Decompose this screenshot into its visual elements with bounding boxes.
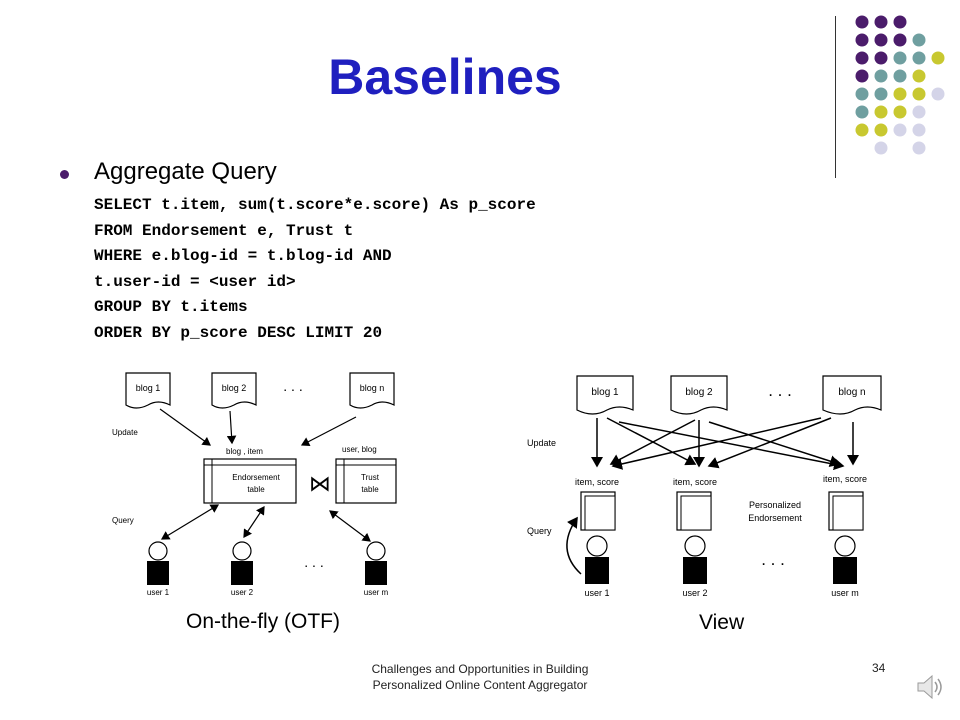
view-user1-icon [585,535,609,584]
view-item-score-3: item, score [823,474,867,484]
view-table-3 [828,491,864,531]
sql-line: GROUP BY t.items [94,298,248,316]
otf-endorsement-line1: Endorsement [232,473,280,482]
page-number: 34 [872,661,886,675]
otf-endorsement-table: Endorsement table [203,458,297,504]
otf-user2-label: user 2 [231,588,254,597]
bullet-dot [60,170,69,179]
dot-row-1 [855,15,907,29]
otf-user1-icon [147,541,169,585]
view-ellipsis-top: . . . [768,381,792,400]
dot-row-3 [855,51,945,65]
otf-blogn-doc: blog n [349,372,395,409]
view-query-label: Query [527,526,552,536]
otf-user2-icon [231,541,253,585]
view-blog1-doc: blog 1 [576,375,634,415]
dot-row-7 [855,123,926,137]
view-blogn-label: blog n [838,387,865,398]
view-table-1 [580,491,616,531]
otf-blogn-label: blog n [360,383,385,393]
footer-line1: Challenges and Opportunities in Building [371,662,589,676]
view-caption: View [699,611,745,634]
view-ellipsis-bottom: . . . [761,550,785,569]
view-blog1-label: blog 1 [591,387,619,398]
view-blogn-doc: blog n [822,375,882,415]
view-personalized-line2: Endorsement [748,513,802,523]
view-update-label: Update [527,438,556,448]
slide-title: Baselines [328,49,562,105]
footer-line2: Personalized Online Content Aggregator [372,678,588,692]
dot-row-4 [855,69,926,83]
sql-line: SELECT t.item, sum(t.score*e.score) As p… [94,196,536,214]
view-user2-icon [683,535,707,584]
view-blog2-label: blog 2 [685,387,713,398]
otf-blog1-doc: blog 1 [125,372,171,409]
otf-trust-line1: Trust [361,473,380,482]
otf-caption: On-the-fly (OTF) [186,610,341,633]
view-diagram: blog 1 blog 2 . . . blog n Update item, … [527,375,882,598]
view-blog2-doc: blog 2 [670,375,728,415]
view-personalized-line1: Personalized [749,500,801,510]
otf-trust-line2: table [361,485,379,494]
bullet-heading: Aggregate Query [94,158,277,185]
dot-row-2 [855,33,926,47]
otf-join-symbol: ⋈ [309,471,331,496]
sql-code-block: SELECT t.item, sum(t.score*e.score) As p… [94,193,536,346]
view-user2-label: user 2 [682,588,707,598]
otf-endorsement-line2: table [247,485,265,494]
otf-blog2-label: blog 2 [222,383,247,393]
view-item-score-2: item, score [673,477,717,487]
dot-row-5 [855,87,945,101]
otf-trust-table: Trust table [335,458,397,504]
view-userm-label: user m [831,588,859,598]
view-item-score-1: item, score [575,477,619,487]
sql-line: t.user-id = <user id> [94,272,296,291]
otf-userm-label: user m [364,588,389,597]
otf-user-blog-label: user, blog [342,445,377,454]
slide-footer: Challenges and Opportunities in Building… [300,661,660,693]
otf-userm-icon [365,541,387,585]
otf-ellipsis-bottom: . . . [304,554,323,570]
otf-user1-label: user 1 [147,588,170,597]
view-table-2 [676,491,712,531]
view-user1-label: user 1 [584,588,609,598]
speaker-icon[interactable] [916,672,944,702]
otf-query-label: Query [112,516,134,525]
otf-update-label: Update [112,428,138,437]
sql-line: FROM Endorsement e, Trust t [94,221,354,240]
otf-blog-item-label: blog , item [226,447,263,456]
otf-blog2-doc: blog 2 [211,372,257,409]
dot-row-8 [874,141,926,155]
decorative-dot-grid [855,15,945,155]
divider-line [835,16,836,178]
otf-diagram: blog 1 blog 2 . . . blog n Update blog ,… [112,372,397,597]
dot-row-6 [855,105,926,119]
sql-line: ORDER BY p_score DESC LIMIT 20 [94,323,383,342]
view-userm-icon [833,535,857,584]
otf-ellipsis-top: . . . [283,378,302,394]
otf-blog1-label: blog 1 [136,383,161,393]
sql-line: WHERE e.blog-id = t.blog-id AND [94,247,392,265]
